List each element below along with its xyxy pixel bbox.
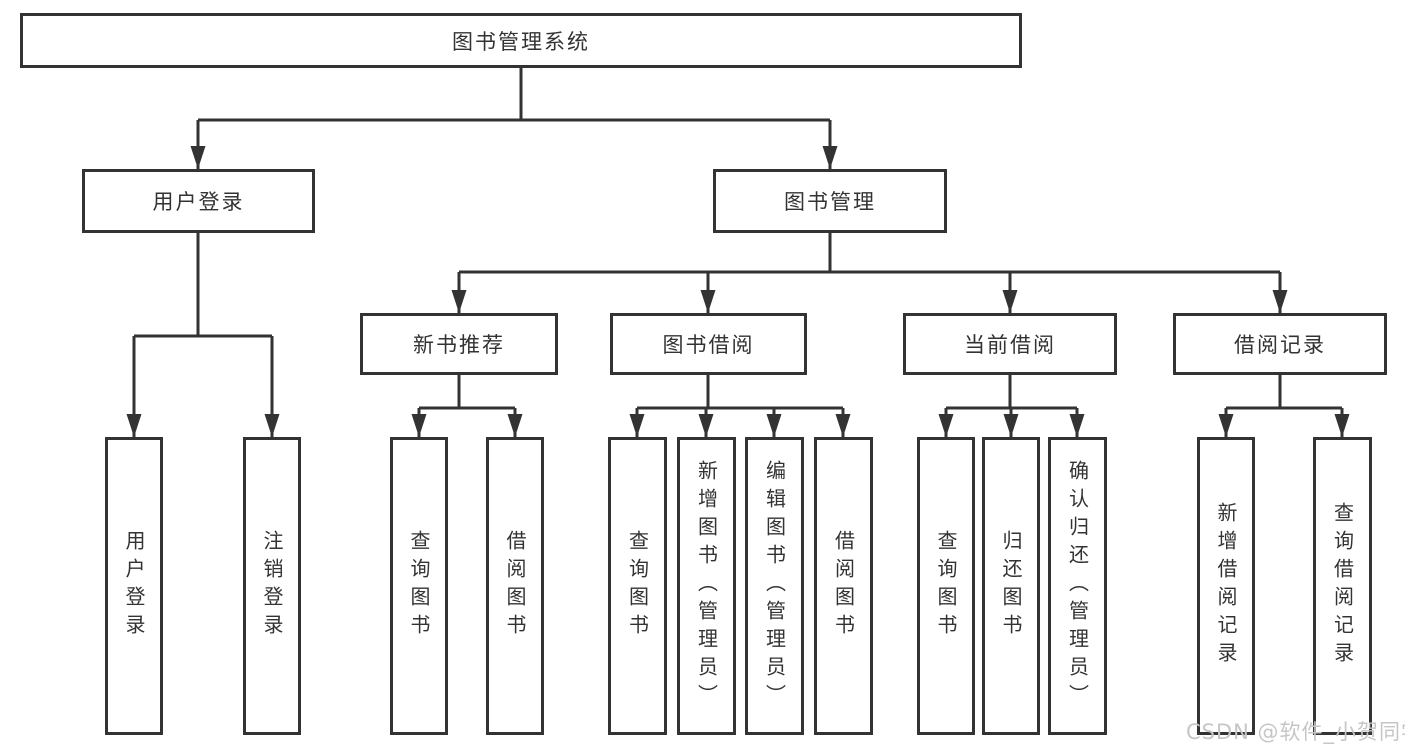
leaf-records-query-record: 查询借阅记录 — [1313, 437, 1372, 735]
leaf-current-return-book: 归还图书 — [982, 437, 1040, 735]
arrowheads-records-to-leaves — [1218, 414, 1350, 437]
connector-userlogin-to-leaves — [132, 233, 274, 437]
connector-root-to-level2 — [196, 68, 832, 169]
leaf-borrow-query-book: 查询图书 — [608, 437, 667, 735]
leaf-records-add-record: 新增借阅记录 — [1197, 437, 1255, 735]
connector-newbook-to-leaves — [417, 375, 517, 437]
arrowheads-current-to-leaves — [938, 414, 1085, 437]
node-current-borrow: 当前借阅 — [903, 313, 1117, 375]
leaf-newrec-borrow-book: 借阅图书 — [486, 437, 544, 735]
node-book-borrow: 图书借阅 — [610, 313, 807, 375]
leaf-borrow-borrow-book: 借阅图书 — [814, 437, 873, 735]
node-user-login: 用户登录 — [82, 169, 315, 233]
arrowheads-borrow-to-leaves — [629, 414, 851, 437]
node-book-management: 图书管理 — [713, 169, 947, 233]
node-new-book-recommend: 新书推荐 — [360, 313, 558, 375]
leaf-current-query-book: 查询图书 — [917, 437, 975, 735]
arrowheads-bookmgmt-to-level3 — [451, 290, 1288, 313]
leaf-user-login: 用户登录 — [105, 437, 163, 735]
connector-bookmgmt-to-level3 — [457, 233, 1282, 313]
csdn-watermark: CSDN @软件_小贺同学 — [1186, 720, 1405, 744]
arrowheads-newbook-to-leaves — [411, 414, 523, 437]
leaf-borrow-add-book-admin: 新增图书（管理员） — [677, 437, 736, 735]
connector-borrow-to-leaves — [635, 375, 845, 437]
leaf-logout-login: 注销登录 — [243, 437, 301, 735]
leaf-newrec-query-book: 查询图书 — [390, 437, 448, 735]
arrowheads-userlogin-to-leaves — [126, 414, 280, 437]
arrowheads-root-to-level2 — [190, 146, 838, 169]
connector-records-to-leaves — [1224, 375, 1344, 437]
node-root-library-system: 图书管理系统 — [20, 13, 1022, 68]
leaf-borrow-edit-book-admin: 编辑图书（管理员） — [745, 437, 804, 735]
node-borrow-records: 借阅记录 — [1173, 313, 1387, 375]
leaf-current-confirm-return-admin: 确认归还（管理员） — [1048, 437, 1107, 735]
